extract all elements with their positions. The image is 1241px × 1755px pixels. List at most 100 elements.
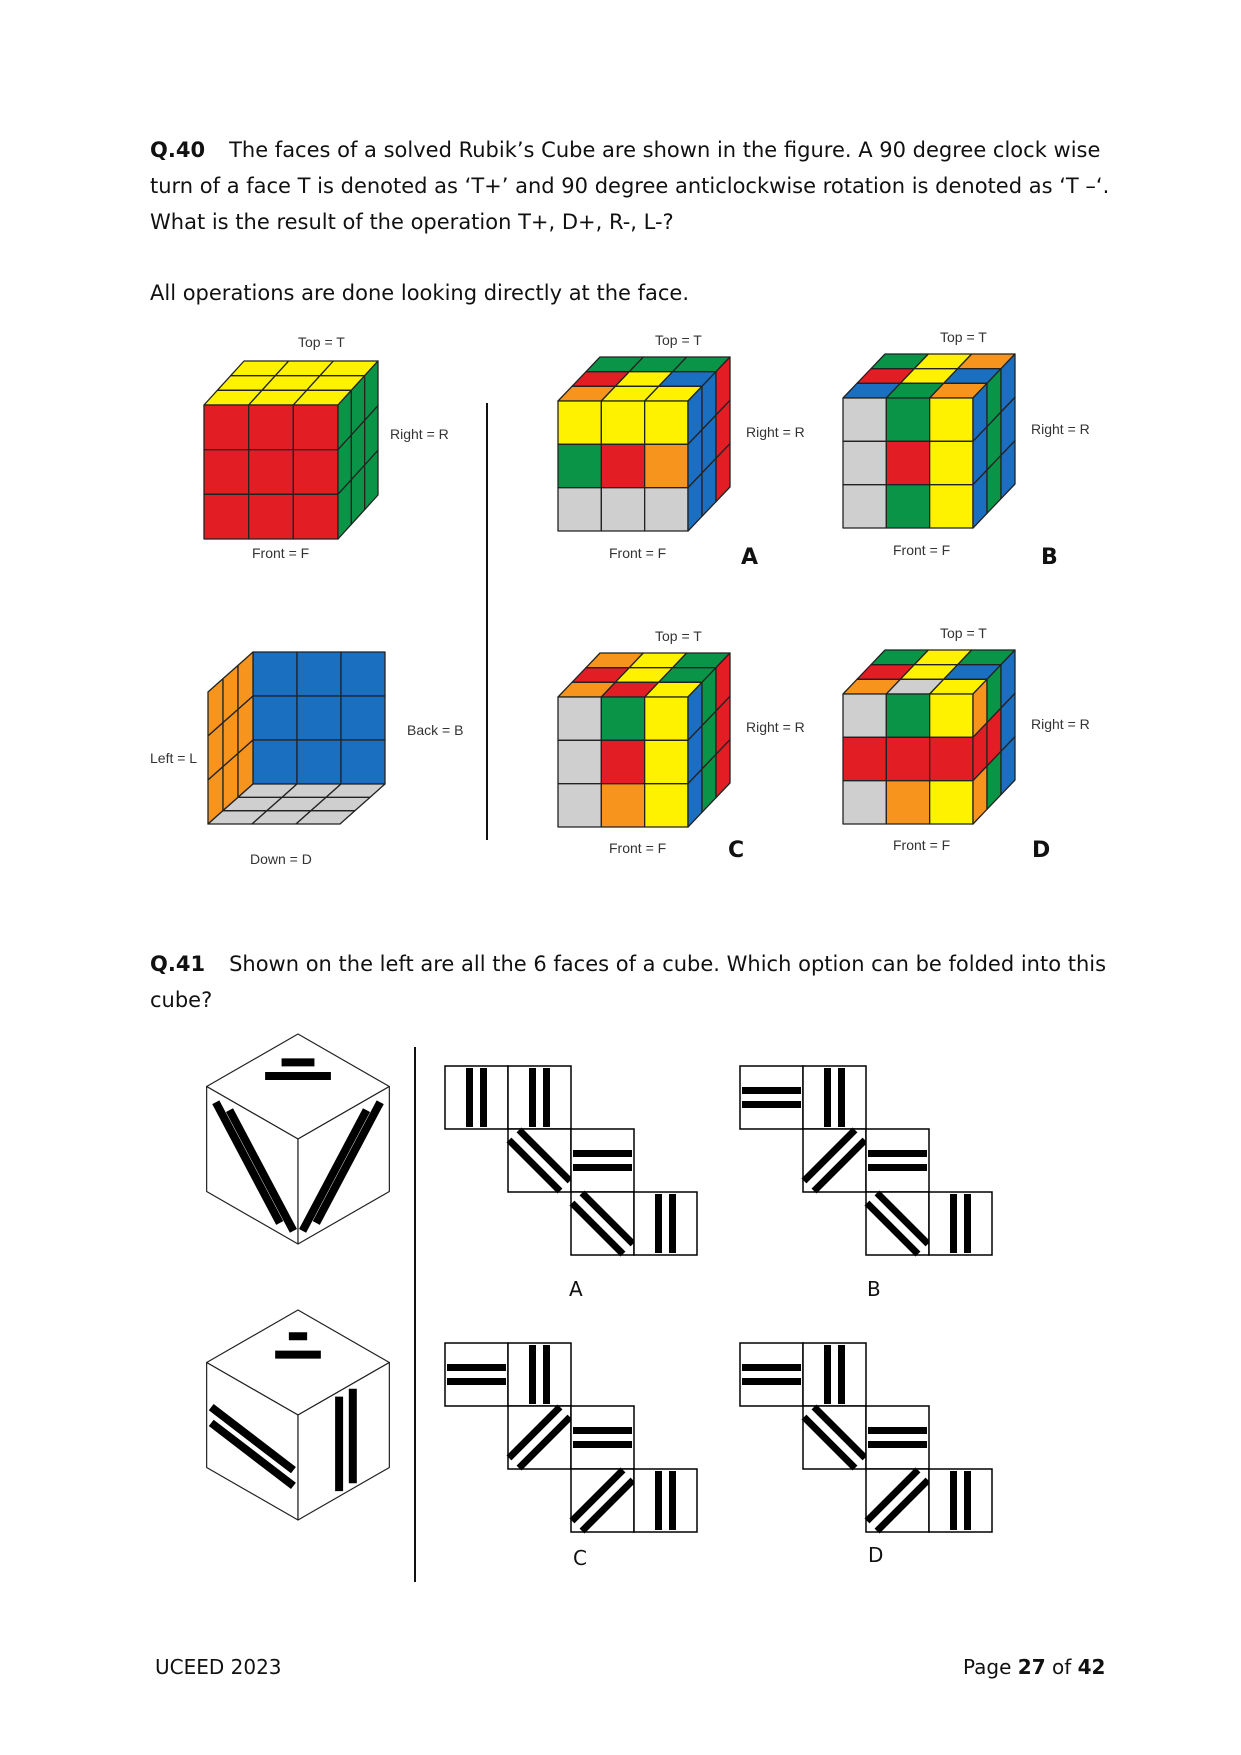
- net-option-d-face: [802, 1405, 867, 1470]
- q40-option-d[interactable]: D: [1032, 838, 1051, 863]
- down-face-cell: [325, 783, 386, 798]
- q40-option-a[interactable]: A: [741, 545, 759, 570]
- label-top: Top = T: [298, 334, 345, 350]
- q40-text-line2: turn of a face T is denoted as ‘T+’ and …: [150, 174, 1110, 198]
- net-option-a-stripe: [516, 1127, 573, 1184]
- net-option-d-face: [739, 1342, 804, 1407]
- optC-label-right: Right = R: [746, 719, 805, 735]
- iso-cube-1-stripe: [299, 1108, 371, 1233]
- q41-option-c[interactable]: C: [573, 1546, 587, 1570]
- net-option-c-face: [570, 1468, 635, 1533]
- optA-label-front: Front = F: [609, 545, 667, 561]
- net-option-d-stripe: [874, 1477, 931, 1534]
- q40-option-b[interactable]: B: [1041, 545, 1058, 570]
- option-b-cube-right-cell: [1000, 440, 1016, 500]
- q41-text-line2: cube?: [150, 988, 213, 1012]
- solved-cube-right-cell: [364, 449, 379, 511]
- optC-label-top: Top = T: [655, 628, 702, 644]
- iso-cube-1-stripe: [312, 1100, 384, 1225]
- option-d-cube-right-cell: [1000, 736, 1016, 796]
- option-a-cube-right-cell: [715, 443, 731, 503]
- net-option-c-stripe: [506, 1404, 563, 1461]
- net-option-d-stripe: [811, 1404, 868, 1461]
- q41-divider: [414, 1047, 416, 1582]
- q40-question: Q.40 The faces of a solved Rubik’s Cube a…: [150, 132, 1110, 240]
- net-option-b-face: [802, 1065, 867, 1130]
- net-option-d-face: [865, 1468, 930, 1533]
- q41-option-b[interactable]: B: [867, 1277, 881, 1301]
- net-option-c-stripe: [569, 1467, 626, 1524]
- iso-cube-2-stripe: [208, 1419, 296, 1490]
- footer-exam-name: UCEED 2023: [155, 1655, 282, 1679]
- net-option-c-stripe: [579, 1477, 636, 1534]
- iso-cube-2-stripe: [208, 1403, 296, 1474]
- net-option-d-stripe: [864, 1467, 921, 1524]
- net-option-b-face: [865, 1128, 930, 1193]
- footer-page-total: 42: [1077, 1655, 1106, 1679]
- net-option-c-face: [570, 1405, 635, 1470]
- net-option-b-face: [865, 1191, 930, 1256]
- net-option-b-stripe: [864, 1200, 921, 1257]
- iso-cube-1-stripe: [225, 1108, 297, 1233]
- net-option-a-stripe: [579, 1190, 636, 1247]
- net-option-b-face: [739, 1065, 804, 1130]
- net-option-b-stripe: [811, 1137, 868, 1194]
- footer-page-number: Page 27 of 42: [963, 1655, 1105, 1679]
- net-option-a-face: [570, 1191, 635, 1256]
- q41-question: Q.41 Shown on the left are all the 6 face…: [150, 946, 1110, 1018]
- net-option-d-face: [865, 1405, 930, 1470]
- option-c-cube-right-cell: [715, 739, 731, 799]
- net-option-a-face: [507, 1065, 572, 1130]
- net-option-a-face: [570, 1128, 635, 1193]
- optC-label-front: Front = F: [609, 840, 667, 856]
- q40-option-c[interactable]: C: [728, 838, 745, 863]
- net-option-a-face: [633, 1191, 698, 1256]
- net-option-a-face: [444, 1065, 509, 1130]
- net-option-b-face: [928, 1191, 993, 1256]
- q40-divider: [486, 403, 488, 840]
- optD-label-front: Front = F: [893, 837, 951, 853]
- q41-option-a[interactable]: A: [569, 1277, 583, 1301]
- q40-number: Q.40: [150, 138, 206, 162]
- footer-page-of: of: [1045, 1655, 1078, 1679]
- label-right: Right = R: [390, 426, 449, 442]
- optD-label-right: Right = R: [1031, 716, 1090, 732]
- net-option-b-face: [802, 1128, 867, 1193]
- net-option-b-stripe: [801, 1127, 858, 1184]
- net-option-c-face: [633, 1468, 698, 1533]
- footer-page-current: 27: [1017, 1655, 1046, 1679]
- net-option-a-stripe: [569, 1200, 626, 1257]
- q41-number: Q.41: [150, 952, 206, 976]
- net-option-c-face: [444, 1342, 509, 1407]
- label-back: Back = B: [407, 722, 464, 738]
- net-option-c-face: [507, 1405, 572, 1470]
- net-option-d-stripe: [801, 1414, 858, 1471]
- net-option-d-face: [802, 1342, 867, 1407]
- label-left: Left = L: [150, 750, 198, 766]
- net-option-a-stripe: [506, 1137, 563, 1194]
- optA-label-top: Top = T: [655, 332, 702, 348]
- net-option-b-stripe: [874, 1190, 931, 1247]
- optB-label-top: Top = T: [940, 329, 987, 345]
- optB-label-front: Front = F: [893, 542, 951, 558]
- q41-option-d[interactable]: D: [868, 1543, 884, 1567]
- iso-cube-1-stripe: [212, 1100, 284, 1225]
- label-down: Down = D: [250, 851, 312, 867]
- net-option-a-face: [507, 1128, 572, 1193]
- q40-text-line1: The faces of a solved Rubik’s Cube are s…: [229, 138, 1101, 162]
- net-option-c-face: [507, 1342, 572, 1407]
- q40-note: All operations are done looking directly…: [150, 281, 690, 305]
- optA-label-right: Right = R: [746, 424, 805, 440]
- net-option-c-stripe: [516, 1414, 573, 1471]
- footer-page-prefix: Page: [963, 1655, 1018, 1679]
- optB-label-right: Right = R: [1031, 421, 1090, 437]
- iso-cube-2-face: [297, 1361, 390, 1521]
- q40-text-line3: What is the result of the operation T+, …: [150, 210, 674, 234]
- q41-text-line1: Shown on the left are all the 6 faces of…: [229, 952, 1107, 976]
- label-front: Front = F: [252, 545, 310, 561]
- optD-label-top: Top = T: [940, 625, 987, 641]
- net-option-d-face: [928, 1468, 993, 1533]
